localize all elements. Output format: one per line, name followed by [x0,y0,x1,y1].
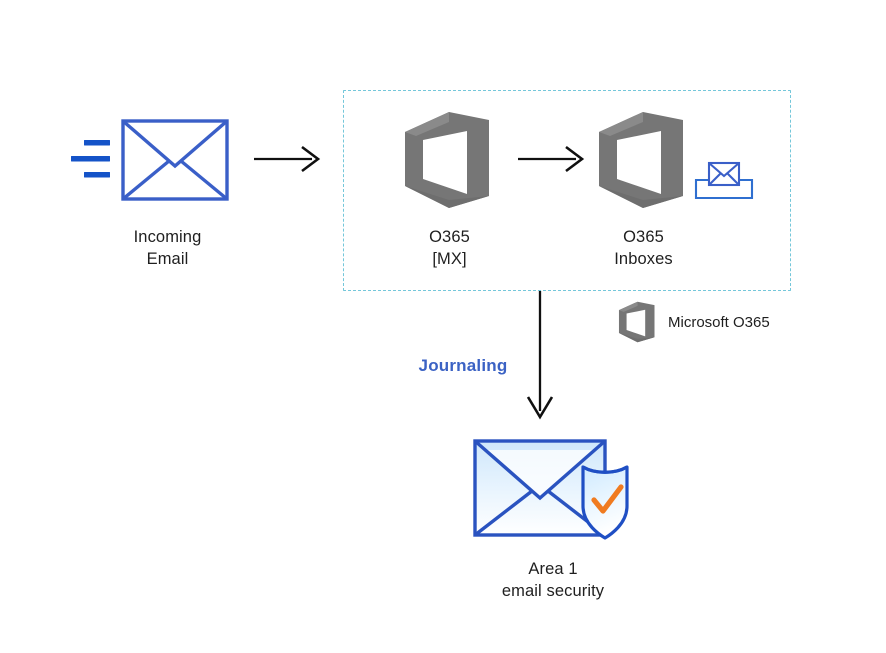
caption-incoming-email: Incoming Email [133,228,202,268]
checkmark-icon [591,484,624,514]
motion-lines-icon [71,140,110,178]
node-o365-mx [403,108,497,212]
inbox-tray-icon [694,161,754,200]
envelope-body [121,119,229,201]
arrow-right-icon [518,145,585,173]
caption-o365-mx: O365 [MX] [429,228,470,268]
arrow-down-icon [526,291,554,420]
microsoft-o365-zone-boundary [343,90,791,291]
arrow-incoming-to-mx [254,144,322,174]
caption-o365-inboxes: O365 Inboxes [614,228,673,268]
label-journaling: Journaling [418,356,508,375]
arrow-right-icon [254,145,321,173]
legend-office365-icon-wrap [618,300,658,344]
node-o365-inbox-badge [694,158,754,202]
legend-label-microsoft-o365: Microsoft O365 [668,314,770,331]
shield-check-icon [581,465,629,540]
caption-area1-email-security: Area 1 email security [501,560,605,600]
office365-icon [405,112,489,208]
office365-icon [618,301,655,343]
node-o365-inboxes [597,108,691,212]
arrow-journaling-down [523,291,557,421]
arrow-mx-to-inboxes [518,144,586,174]
shielded-envelope-icon [473,439,629,540]
node-incoming-email [70,112,235,212]
node-area1-email-security [470,434,635,544]
office365-icon [599,112,683,208]
envelope-icon [71,119,229,201]
